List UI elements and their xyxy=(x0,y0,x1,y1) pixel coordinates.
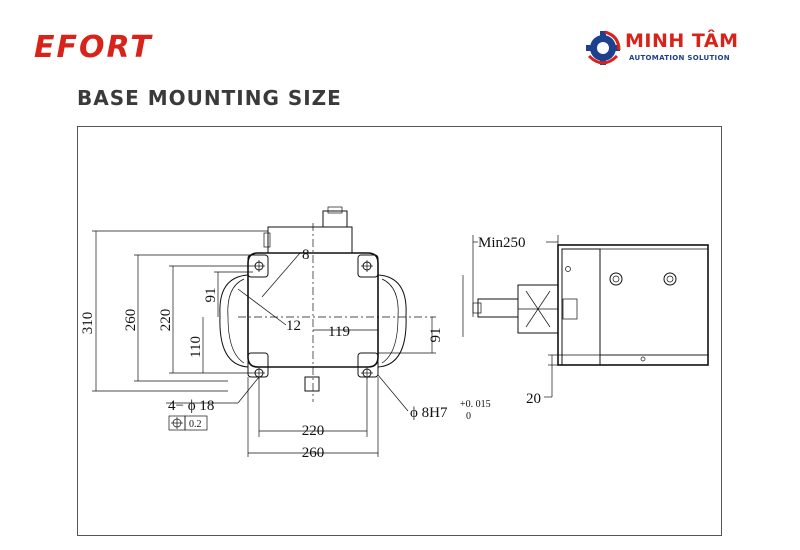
pin-hole-callout: ϕ 8H7 +0. 015 0 xyxy=(377,374,491,422)
min-clearance-dimension: Min250 xyxy=(472,235,559,317)
base-side-view xyxy=(462,244,709,366)
vertical-dimensions xyxy=(92,230,436,392)
dim-310: 310 xyxy=(80,312,96,335)
dim-260-vertical: 260 xyxy=(123,309,139,332)
mounting-hole-tr xyxy=(361,260,373,272)
dim-220-vertical: 220 xyxy=(158,309,174,332)
pin-tol-upper: +0. 015 xyxy=(460,399,491,410)
dim-110: 110 xyxy=(188,336,204,358)
mounting-hole-tl xyxy=(253,260,265,272)
dim-8: 8 xyxy=(302,247,310,263)
efort-logo: EFORT xyxy=(34,30,153,65)
mounting-drawing-svg: 310 260 220 110 91 8 12 119 91 220 260 4… xyxy=(80,206,709,461)
page-title: BASE MOUNTING SIZE xyxy=(77,86,342,110)
pin-hole-label: ϕ 8H7 xyxy=(410,405,448,421)
dim-12: 12 xyxy=(286,318,301,334)
dim-91-left: 91 xyxy=(203,288,219,303)
dim-91-right: 91 xyxy=(428,328,444,343)
gear-icon xyxy=(586,30,621,65)
dim-20: 20 xyxy=(526,391,541,407)
tolerance-value: 0.2 xyxy=(189,419,202,430)
brand-tagline: AUTOMATION SOLUTION xyxy=(629,54,730,62)
hole-callout: 4− ϕ 18 0.2 xyxy=(166,376,260,431)
minh-tam-logo: MINH TÂM AUTOMATION SOLUTION xyxy=(583,26,773,72)
dim-260-horizontal: 260 xyxy=(302,445,325,461)
side-20-dimension: 20 xyxy=(526,354,558,407)
technical-drawing: 310 260 220 110 91 8 12 119 91 220 260 4… xyxy=(77,126,722,536)
dim-119: 119 xyxy=(328,324,350,340)
brand-name: MINH TÂM xyxy=(625,30,739,52)
holes-label: 4− ϕ 18 xyxy=(168,398,214,414)
dim-min250: Min250 xyxy=(478,235,526,251)
base-top-view xyxy=(219,206,436,402)
pin-tol-lower: 0 xyxy=(466,411,471,422)
dim-220-horizontal: 220 xyxy=(302,423,325,439)
